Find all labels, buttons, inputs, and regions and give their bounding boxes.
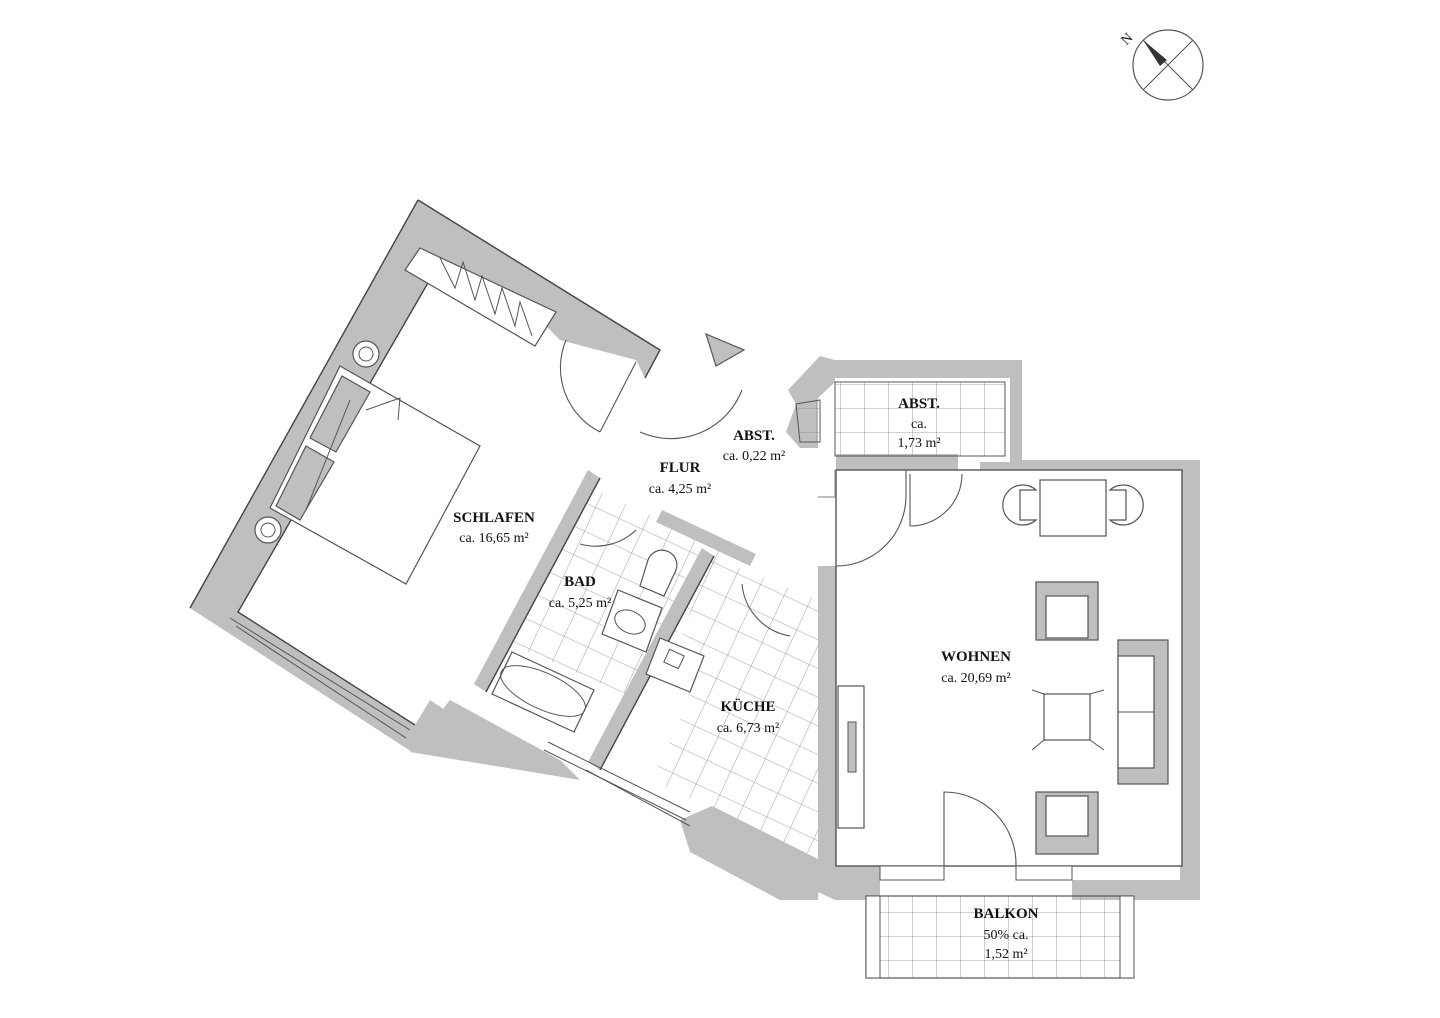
label-kueche-area: ca. 6,73 m² [717, 721, 780, 736]
balcony-floor [865, 895, 1133, 979]
kitchen-door-swing [741, 583, 791, 637]
small-storage-tiles [795, 399, 821, 443]
label-bad-area: ca. 5,25 m² [549, 596, 612, 611]
entrance-arrow-icon [705, 332, 746, 367]
washbasin [601, 589, 663, 653]
label-bad-name: BAD [564, 574, 596, 590]
toilet [639, 549, 678, 597]
bath-door-swing [579, 529, 637, 547]
label-flur-name: FLUR [660, 460, 701, 476]
label-abst-small-name: ABST. [733, 428, 775, 444]
dining-table [1039, 479, 1107, 537]
compass: N [1119, 29, 1204, 101]
label-abst-small-area: ca. 0,22 m² [723, 449, 786, 464]
storage-walls [786, 356, 1200, 900]
label-flur-area: ca. 4,25 m² [649, 482, 712, 497]
label-balkon-name: BALKON [973, 906, 1038, 922]
bedroom-outer-wall [190, 200, 660, 752]
room-labels: SCHLAFEN ca. 16,65 m² FLUR ca. 4,25 m² A… [453, 396, 1039, 962]
label-balkon-area-line2: 1,52 m² [984, 947, 1027, 962]
wardrobe [404, 247, 557, 347]
nightstand-top [352, 340, 380, 368]
living-door-swing [835, 495, 907, 567]
label-wohnen-name: WOHNEN [941, 649, 1011, 665]
compass-north-label: N [1119, 31, 1137, 49]
label-abst-area-line1: ca. [911, 417, 927, 432]
chair-right [1108, 484, 1144, 526]
label-abst-name: ABST. [898, 396, 940, 412]
balcony-door-swing [943, 791, 1017, 867]
double-bed [269, 365, 481, 585]
storage-tiles [834, 381, 1006, 457]
abst-door-swing [909, 473, 963, 527]
label-schlafen-name: SCHLAFEN [453, 510, 535, 526]
label-kueche-name: KÜCHE [720, 698, 775, 715]
bedroom-door-swing [559, 339, 601, 433]
nightstand-bottom [254, 516, 282, 544]
bedroom-block [189, 199, 661, 752]
kitchen-sink [645, 637, 705, 693]
label-schlafen-area: ca. 16,65 m² [459, 531, 529, 546]
bath-bottom-wall [410, 700, 580, 780]
label-balkon-area-line1: 50% ca. [983, 928, 1028, 943]
label-abst-area-line2: 1,73 m² [897, 436, 940, 451]
coffee-table [1043, 693, 1091, 741]
label-wohnen-area: ca. 20,69 m² [941, 671, 1011, 686]
kitchen-bottom-wall [680, 806, 820, 900]
entrance-door-swing [639, 389, 743, 440]
compass-needle [1143, 40, 1167, 66]
chair-left [1002, 484, 1038, 526]
bathtub [491, 651, 595, 733]
